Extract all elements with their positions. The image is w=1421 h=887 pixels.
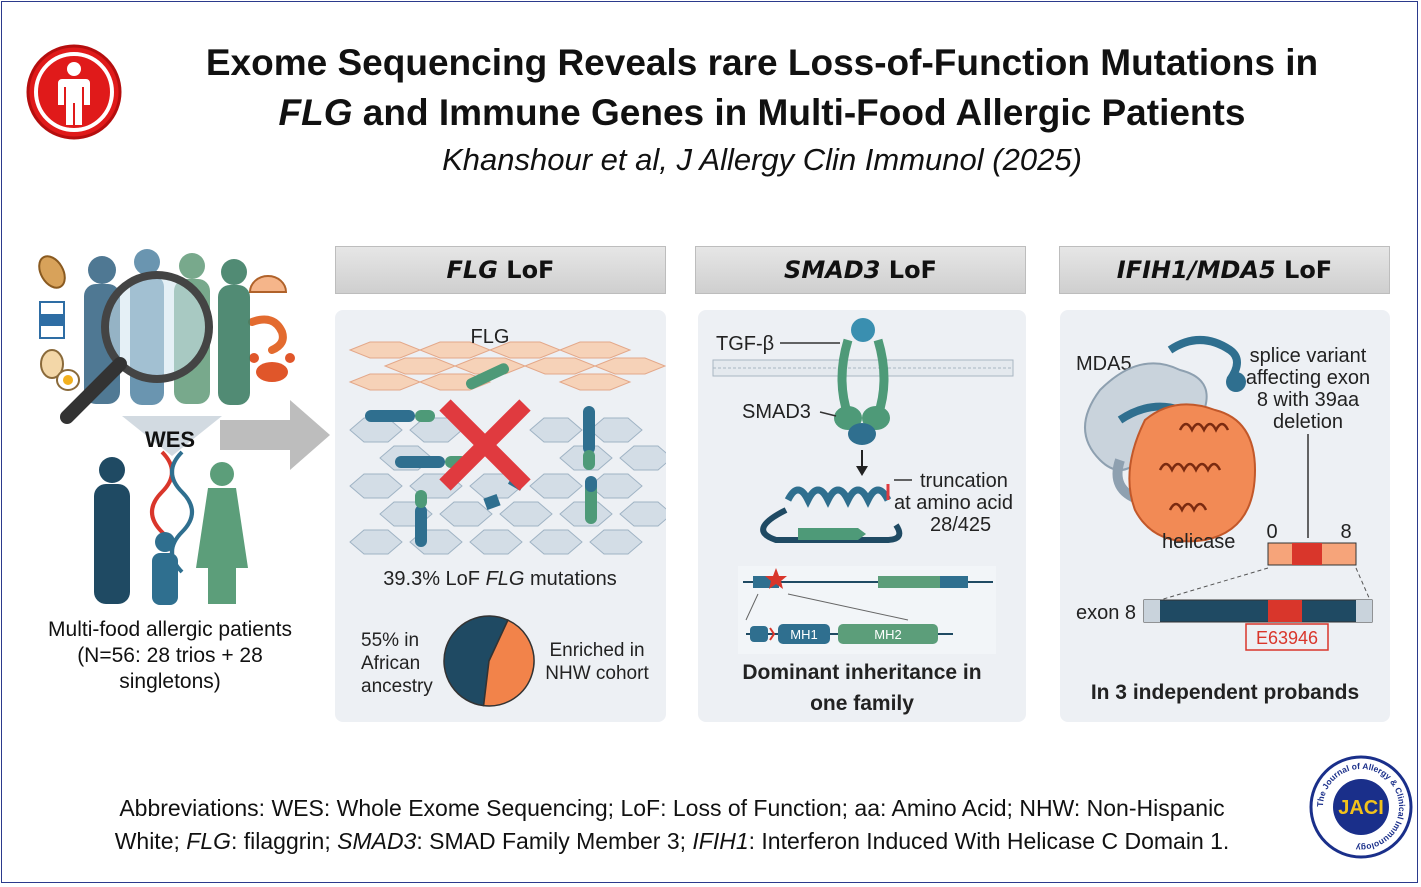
smad3-protein-structure [760, 484, 903, 543]
header-smad3-suffix: LoF [880, 256, 937, 284]
pie-slice-1 [443, 615, 509, 707]
ancestry-pie-chart [443, 615, 535, 707]
african-line-2: African [361, 653, 420, 674]
header-ifih1-gene: IFIH1/MDA5 [1116, 256, 1276, 284]
smad3-diagram: TGF-β SMAD3 [712, 318, 1014, 715]
scale-start: 0 [1266, 521, 1277, 543]
splice-line-1: splice variant [1250, 345, 1367, 367]
smad3-label: SMAD3 [742, 401, 811, 423]
star-icon [765, 568, 787, 589]
nhw-line-1: Enriched in [549, 640, 644, 661]
mh2-label: MH2 [874, 627, 901, 642]
family-silhouettes [94, 457, 248, 605]
abbr-flg-def: : filaggrin; [231, 828, 338, 854]
header-flg-gene: FLG [446, 256, 498, 284]
truncation-line-1: truncation [920, 470, 1008, 492]
shell-icon [248, 275, 288, 293]
ifih1-diagram: MDA5 splice variant affecting exon 8 wit… [1076, 336, 1373, 704]
splice-line-2: affecting exon [1246, 367, 1370, 389]
abbreviations: Abbreviations: WES: Whole Exome Sequenci… [32, 792, 1312, 858]
nhw-line-2: NHW cohort [545, 663, 649, 684]
cell-membrane [712, 359, 1014, 377]
abbr-flg: FLG [186, 828, 231, 854]
exon-label: exon 8 [1076, 602, 1136, 624]
filaggrin-molecules [365, 363, 597, 547]
splice-line-4: deletion [1273, 411, 1343, 433]
smad3-caption-line-2: one family [810, 692, 914, 715]
patients-caption: Multi-food allergic patients (N=56: 28 t… [20, 617, 320, 695]
helicase-label: helicase [1162, 531, 1235, 553]
ifih1-caption: In 3 independent probands [1091, 681, 1359, 704]
title-gene-flg: FLG [278, 92, 353, 133]
flg-label: FLG [471, 326, 510, 348]
african-line-3: ancestry [361, 676, 433, 697]
wes-label: WES [145, 427, 195, 452]
truncation-line-3: 28/425 [930, 514, 991, 536]
dna-icon [150, 450, 194, 574]
header-flg-suffix: LoF [497, 256, 555, 284]
abbreviations-line-1: Abbreviations: WES: Whole Exome Sequenci… [119, 795, 1225, 821]
down-arrow-icon [856, 450, 868, 476]
mutation-suffix: mutations [524, 568, 616, 590]
abbr-smad3: SMAD3 [337, 828, 417, 854]
flg-diagram: FLG 39.3% LoF FLG mutations 55% in Afric… [348, 326, 673, 707]
red-x-icon [439, 399, 531, 491]
abbr-smad3-def: : SMAD Family Member 3; [416, 828, 693, 854]
scale-end: 8 [1340, 521, 1351, 543]
mutation-gene: FLG [486, 568, 525, 590]
smad3-caption-line-1: Dominant inheritance in [742, 661, 981, 684]
wes-illustration: WES [38, 249, 295, 605]
peanut-icon [38, 255, 66, 289]
abbr-white: White; [114, 828, 187, 854]
milk-icon [39, 301, 65, 339]
title-line-1: Exome Sequencing Reveals rare Loss-of-Fu… [205, 42, 1319, 83]
tgf-beta-receptor [834, 318, 890, 445]
title-line-2: FLG and Immune Genes in Multi-Food Aller… [122, 92, 1402, 134]
panel-ifih1: MDA5 splice variant affecting exon 8 wit… [1060, 310, 1390, 722]
tgf-beta-label: TGF-β [716, 333, 774, 355]
header-ifih1-lof: IFIH1/MDA5 LoF [1059, 246, 1390, 294]
mda5-label: MDA5 [1076, 353, 1132, 375]
header-smad3-gene: SMAD3 [784, 256, 881, 284]
mh1-label: MH1 [790, 627, 817, 642]
egg-icon [40, 349, 80, 391]
patients-line-1: Multi-food allergic patients [48, 618, 292, 641]
skin-layers [348, 341, 673, 555]
exon-8-bar [1143, 599, 1373, 623]
flg-mutation-rate: 39.3% LoF FLG mutations [383, 568, 616, 590]
panel-flg: FLG 39.3% LoF FLG mutations 55% in Afric… [335, 310, 673, 722]
mutation-prefix: 39.3% LoF [383, 568, 485, 590]
truncation-line-2: at amino acid [894, 492, 1013, 514]
variant-label: E63946 [1256, 628, 1318, 648]
exon-zoom-bar [1159, 542, 1371, 601]
person-icon [26, 44, 122, 140]
abbreviations-line-2: White; FLG: filaggrin; SMAD3: SMAD Famil… [32, 825, 1312, 858]
crab-icon [249, 353, 295, 382]
panel-smad3: TGF-β SMAD3 [698, 310, 1026, 722]
shrimp-icon [248, 315, 287, 354]
pie-slice-2 [482, 619, 535, 707]
patients-line-3: singletons) [119, 670, 221, 693]
magnifier-icon [60, 271, 213, 424]
mda5-protein-structure [1084, 336, 1257, 543]
abbr-ifih1-def: : Interferon Induced With Helicase C Dom… [748, 828, 1230, 854]
gene-schematic: MH1 MH2 [738, 566, 996, 654]
abbr-ifih1: IFIH1 [692, 828, 749, 854]
african-line-1: 55% in [361, 630, 419, 651]
arrow-icon [220, 400, 330, 470]
patients-line-2: (N=56: 28 trios + 28 [77, 644, 263, 667]
header-smad3-lof: SMAD3 LoF [695, 246, 1026, 294]
title-line-2-rest: and Immune Genes in Multi-Food Allergic … [352, 92, 1246, 133]
header-ifih1-suffix: LoF [1275, 256, 1333, 284]
logo-text: JACI [1338, 797, 1384, 819]
jaci-logo: The Journal of Allergy & Clinical Immuno… [1309, 755, 1413, 859]
citation: Khanshour et al, J Allergy Clin Immunol … [442, 142, 1082, 177]
header-flg-lof: FLG LoF [335, 246, 666, 294]
splice-line-3: 8 with 39aa [1257, 389, 1360, 411]
